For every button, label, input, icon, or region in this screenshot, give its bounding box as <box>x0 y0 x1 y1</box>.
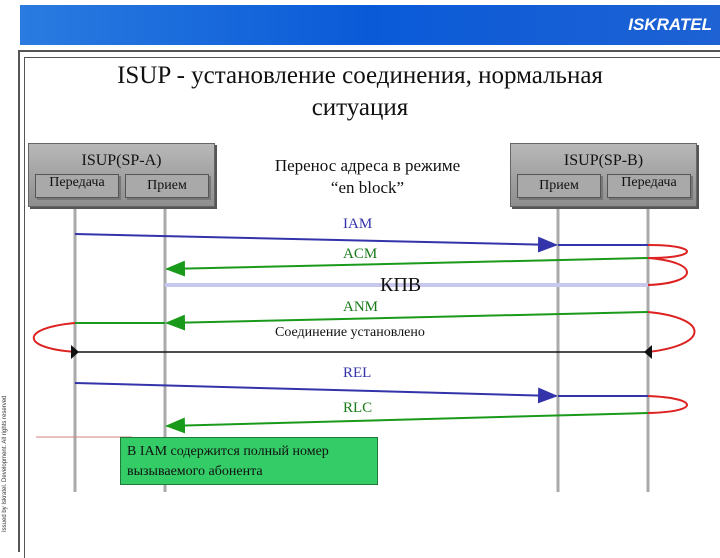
node-sp-b: ISUP(SP-B) Прием Передача <box>510 143 697 207</box>
anm-loop-left <box>32 322 76 353</box>
rel-loop <box>647 395 688 414</box>
connection-head-right <box>644 345 652 359</box>
address-transfer-line-2: “en block” <box>330 178 405 197</box>
iam-label: IAM <box>343 216 373 232</box>
address-transfer-line-1: Перенос адреса в режиме <box>274 156 461 175</box>
iam-loop <box>647 244 688 259</box>
node-sp-a-recv: Прием <box>125 174 209 198</box>
title-line-2: ситуация <box>311 94 409 121</box>
anm-label: ANM <box>343 299 379 315</box>
iskratel-logo: ISKRATEL <box>628 15 712 34</box>
node-sp-b-title: ISUP(SP-B) <box>563 152 644 169</box>
rlc-label: RLC <box>343 400 373 416</box>
connection-label: Соединение установлено <box>275 325 425 340</box>
iam-note-box: В IAM содержится полный номер вызываемог… <box>120 437 378 485</box>
title-line-1: ISUP - установление соединения, нормальн… <box>117 62 603 89</box>
rlc-arrow <box>165 412 649 434</box>
node-sp-a-send: Передача <box>35 174 119 198</box>
connection-head-left <box>71 345 79 359</box>
iam-note-line-2: вызываемого абонента <box>127 464 263 479</box>
slide-frame-outer <box>18 50 720 552</box>
anm-arrow <box>165 311 649 331</box>
acm-arrow <box>165 257 649 277</box>
rel-label: REL <box>343 365 372 381</box>
anm-loop-right <box>647 311 696 353</box>
address-transfer-note: Перенос адреса в режиме “en block” <box>245 155 490 199</box>
kpv-label: КПВ <box>380 274 422 296</box>
node-sp-a: ISUP(SP-A) Передача Прием <box>28 143 215 207</box>
iam-arrow <box>74 233 558 253</box>
header-bar: ISKRATEL <box>20 5 720 45</box>
slide-frame-inner <box>24 57 720 558</box>
acm-label: ACM <box>343 246 378 262</box>
node-sp-b-send: Передача <box>607 174 691 198</box>
node-sp-b-recv: Прием <box>517 174 601 198</box>
rel-arrow <box>74 382 558 404</box>
node-sp-a-title: ISUP(SP-A) <box>81 152 162 169</box>
acm-loop <box>647 257 688 286</box>
iam-note-line-1: В IAM содержится полный номер <box>127 444 329 459</box>
slide-title: ISUP - установление соединения, нормальн… <box>60 60 660 124</box>
